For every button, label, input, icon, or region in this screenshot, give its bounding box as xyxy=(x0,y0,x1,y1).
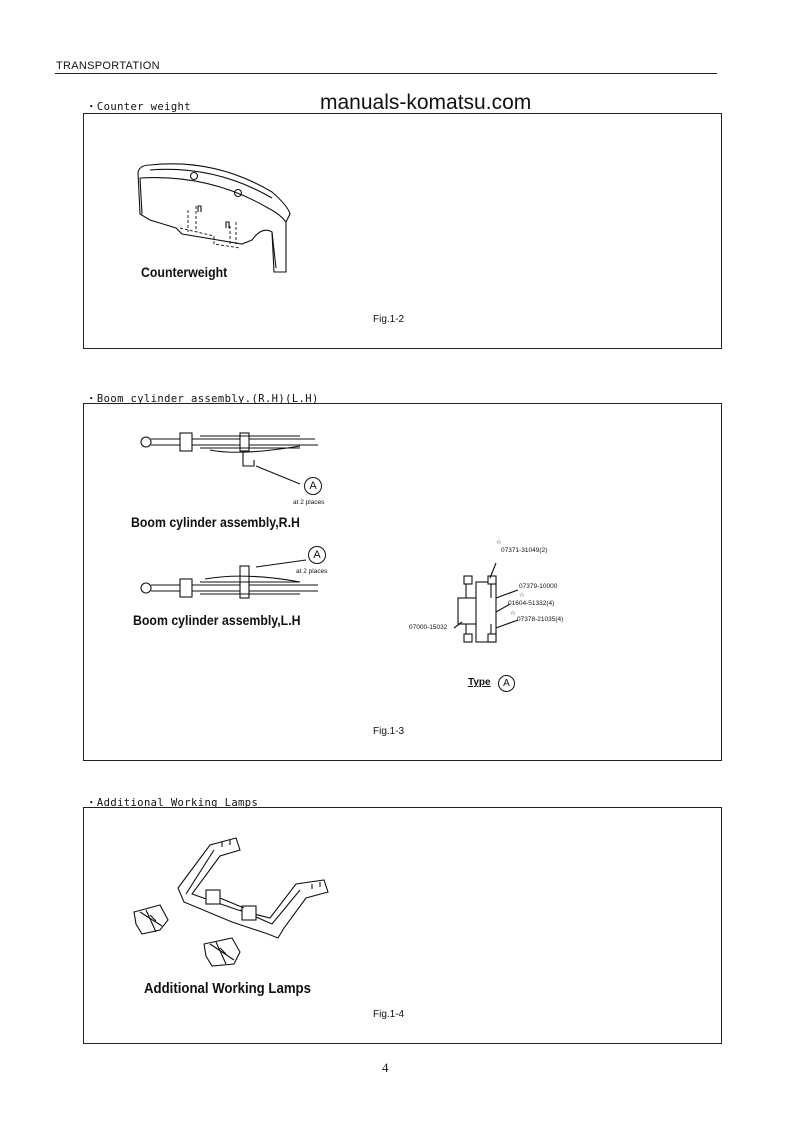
figure-caption-1-4: Fig.1-4 xyxy=(373,1009,405,1020)
places-note-rh: at 2 places xyxy=(293,499,325,506)
part-number: 07378-21035(4) xyxy=(517,616,564,623)
type-label: Type xyxy=(468,677,491,688)
figure-caption-1-2: Fig.1-2 xyxy=(373,314,405,325)
star-mark: ☆ xyxy=(510,610,516,617)
figure-caption-1-3: Fig.1-3 xyxy=(373,726,405,737)
watermark: manuals-komatsu.com xyxy=(320,91,532,114)
boom-cylinder-rh-label: Boom cylinder assembly,R.H xyxy=(131,514,300,530)
places-note-lh: at 2 places xyxy=(296,568,328,575)
counterweight-figure-box xyxy=(83,113,722,349)
boom-cylinder-lh-label: Boom cylinder assembly,L.H xyxy=(133,612,301,628)
star-mark: ☆ xyxy=(496,539,502,546)
section-title-working-lamps: ・Additional Working Lamps xyxy=(86,797,259,809)
section-title-counterweight: ・Counter weight xyxy=(86,101,192,113)
callout-a-rh: A xyxy=(304,477,322,495)
counterweight-label: Counterweight xyxy=(141,264,228,280)
working-lamps-figure-box xyxy=(83,807,722,1044)
page-header-title: TRANSPORTATION xyxy=(56,60,160,72)
header-rule xyxy=(55,73,717,74)
section-title-boom-cylinder: ・Boom cylinder assembly.(R.H)(L.H) xyxy=(86,393,319,405)
part-number: 07371-31049(2) xyxy=(501,547,548,554)
boom-cylinder-figure-box xyxy=(83,403,722,761)
callout-a-lh: A xyxy=(308,546,326,564)
part-number: 07379-10000 xyxy=(519,583,558,590)
part-number: 01604-51332(4) xyxy=(508,600,555,607)
star-mark: ☆ xyxy=(519,592,525,599)
working-lamps-label: Additional Working Lamps xyxy=(144,980,311,997)
part-number: 07000-15032 xyxy=(409,624,448,631)
type-callout-a: A xyxy=(498,675,515,692)
page-number: 4 xyxy=(382,1060,389,1075)
